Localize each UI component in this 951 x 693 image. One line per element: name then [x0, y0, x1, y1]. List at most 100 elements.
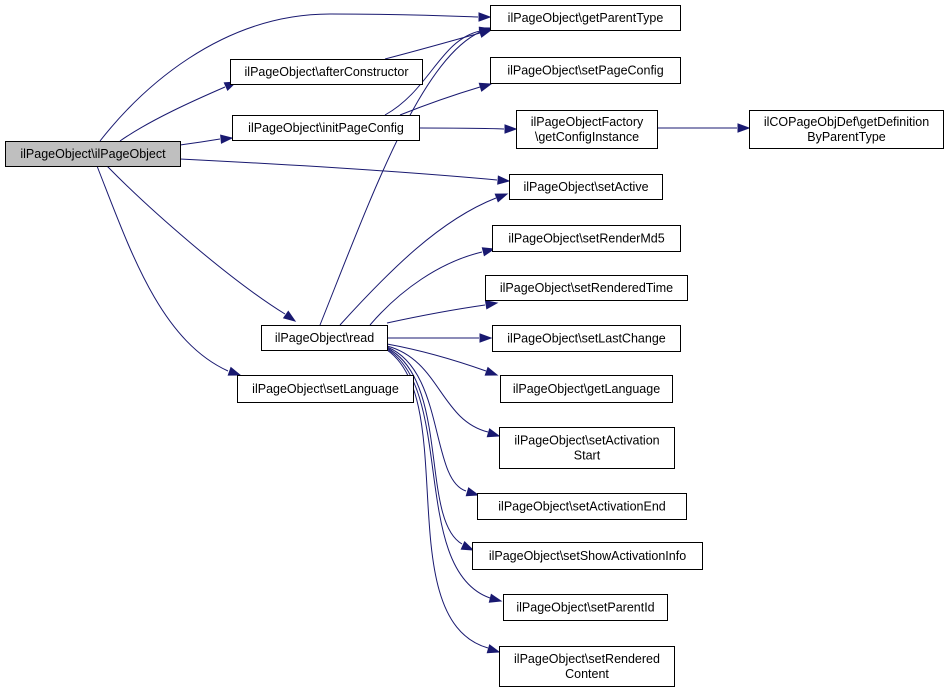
arrowhead-icon [484, 300, 499, 310]
node-label: ilPageObject\afterConstructor [245, 65, 409, 79]
arrowhead-icon [479, 333, 493, 343]
edge-read-to-setRenderMd5 [369, 247, 496, 326]
edge-read-to-setRenderedTime [386, 300, 499, 324]
node-box [472, 542, 703, 570]
arrowhead-icon [478, 82, 493, 92]
node-box [230, 59, 423, 85]
edge-line [399, 86, 481, 116]
node-label: ilPageObject\ilPageObject [20, 147, 166, 161]
arrowhead-icon [504, 124, 518, 134]
node-box [490, 5, 681, 31]
edge-line [319, 31, 481, 326]
node-getConfigInstance[interactable]: ilPageObjectFactory\getConfigInstance [516, 110, 658, 149]
edge-line [386, 346, 467, 492]
arrowhead-icon [497, 175, 511, 185]
node-box [492, 325, 681, 352]
node-box [503, 594, 668, 621]
node-label: ilPageObject\setLanguage [252, 382, 399, 396]
node-box [500, 375, 673, 403]
edge-line [386, 304, 486, 324]
node-box [490, 57, 681, 84]
node-label: ilPageObject\setRenderedTime [500, 281, 673, 295]
edge-root-to-read [106, 165, 297, 322]
edge-line [386, 347, 463, 545]
arrowhead-icon [465, 487, 480, 497]
edge-root-to-setActive [179, 158, 511, 185]
node-label: ilPageObject\getParentType [508, 11, 664, 25]
edge-line [418, 127, 505, 130]
node-box [232, 115, 420, 141]
node-setRenderMd5[interactable]: ilPageObject\setRenderMd5 [492, 225, 681, 252]
node-box [237, 375, 414, 403]
edge-root-to-afterConstructor [119, 81, 238, 142]
arrowhead-icon [484, 366, 499, 376]
arrowhead-icon [488, 593, 503, 603]
node-setRenderedTime[interactable]: ilPageObject\setRenderedTime [485, 275, 688, 301]
edge-initPageConfig-to-getConfigInstance [418, 124, 518, 134]
edge-read-to-setLastChange [386, 333, 493, 343]
node-box [261, 325, 388, 351]
node-root[interactable]: ilPageObject\ilPageObject [5, 141, 181, 167]
node-label: ByParentType [807, 130, 886, 144]
arrowhead-icon [486, 644, 501, 654]
edges-layer [96, 12, 751, 654]
node-setLanguage[interactable]: ilPageObject\setLanguage [237, 375, 414, 403]
edge-line [386, 343, 487, 372]
arrowhead-icon [486, 428, 501, 438]
edge-line [386, 345, 489, 433]
node-initPageConfig[interactable]: ilPageObject\initPageConfig [232, 115, 420, 141]
node-box [485, 275, 688, 301]
node-setActivationEnd[interactable]: ilPageObject\setActivationEnd [477, 493, 687, 520]
arrowhead-icon [282, 310, 297, 322]
node-getParentType[interactable]: ilPageObject\getParentType [490, 5, 681, 31]
edge-line [106, 165, 286, 315]
node-label: ilPageObject\setRenderMd5 [508, 232, 664, 246]
node-read[interactable]: ilPageObject\read [261, 325, 388, 351]
node-label: ilPageObject\setActive [523, 180, 648, 194]
edge-read-to-setActivationEnd [386, 346, 480, 497]
node-box [492, 225, 681, 252]
node-label: Content [565, 667, 609, 681]
arrowhead-icon [481, 247, 496, 257]
arrowhead-icon [478, 27, 493, 37]
edge-line [99, 13, 479, 142]
edge-read-to-setActivationStart [386, 345, 501, 438]
node-box [5, 141, 181, 167]
node-label: ilPageObject\setLastChange [507, 332, 665, 346]
node-setLastChange[interactable]: ilPageObject\setLastChange [492, 325, 681, 352]
node-setParentId[interactable]: ilPageObject\setParentId [503, 594, 668, 621]
node-setActive[interactable]: ilPageObject\setActive [509, 174, 663, 200]
node-label: ilPageObject\setRendered [514, 652, 660, 666]
node-getLanguage[interactable]: ilPageObject\getLanguage [500, 375, 673, 403]
edge-line [384, 30, 481, 116]
edge-root-to-setLanguage [96, 165, 242, 376]
node-label: ilPageObject\setShowActivationInfo [489, 549, 686, 563]
edge-read-to-setActive [339, 193, 509, 326]
edge-read-to-getParentType [319, 27, 493, 326]
edge-line [369, 251, 483, 326]
node-box [499, 427, 675, 469]
arrowhead-icon [478, 12, 492, 22]
edge-read-to-setShowActivationInfo [386, 347, 475, 551]
node-label: ilPageObject\read [275, 331, 374, 345]
node-afterConstructor[interactable]: ilPageObject\afterConstructor [230, 59, 423, 85]
arrowhead-icon [220, 134, 234, 144]
arrowhead-icon [737, 123, 751, 133]
arrowhead-icon [460, 540, 475, 551]
node-label: ilPageObject\getLanguage [513, 382, 660, 396]
edge-line [179, 138, 221, 146]
node-label: ilPageObject\setActivation [514, 434, 659, 448]
edge-root-to-getParentType [99, 12, 492, 142]
node-label: ilPageObject\setPageConfig [507, 64, 663, 78]
arrowhead-icon [227, 366, 242, 376]
node-setShowActivationInfo[interactable]: ilPageObject\setShowActivationInfo [472, 542, 703, 570]
node-label: ilCOPageObjDef\getDefinition [764, 115, 929, 129]
edge-initPageConfig-to-setPageConfig [399, 82, 493, 116]
node-setPageConfig[interactable]: ilPageObject\setPageConfig [490, 57, 681, 84]
edge-line [96, 165, 229, 372]
node-label: ilPageObject\setActivationEnd [498, 500, 666, 514]
